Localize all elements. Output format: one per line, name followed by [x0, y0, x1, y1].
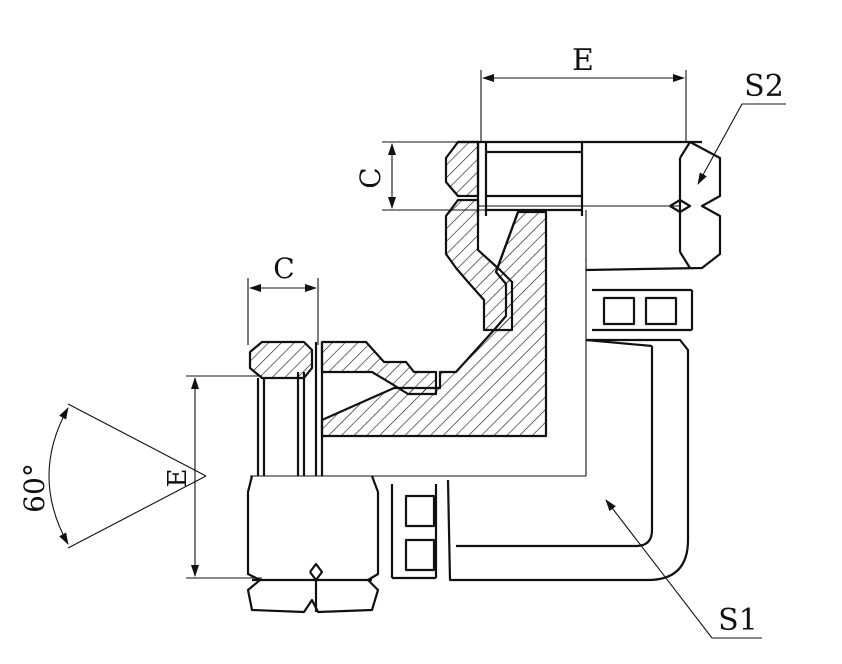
- dimension-c-left: C: [247, 252, 319, 345]
- dimension-c-top: C: [354, 141, 486, 211]
- dimension-e-left: E: [163, 375, 262, 579]
- callout-s1-label: S1: [718, 603, 758, 638]
- callout-s2-label: S2: [744, 69, 784, 104]
- left-swivel-nut: [246, 340, 586, 614]
- dim-e-left-label: E: [163, 469, 193, 488]
- dim-c-top-label: C: [354, 167, 387, 188]
- top-swivel-nut: [444, 140, 722, 332]
- callout-s2: S2: [697, 69, 786, 185]
- dim-e-top-label: E: [572, 43, 594, 78]
- elbow-body-section: [320, 210, 548, 438]
- dim-c-left-label: C: [273, 252, 294, 285]
- callout-s1: S1: [605, 499, 762, 639]
- angle-label: 60°: [18, 463, 51, 513]
- fitting-outlines: [390, 210, 694, 582]
- cone-angle-60: 60°: [18, 403, 207, 549]
- dimension-e-top: E: [480, 43, 687, 142]
